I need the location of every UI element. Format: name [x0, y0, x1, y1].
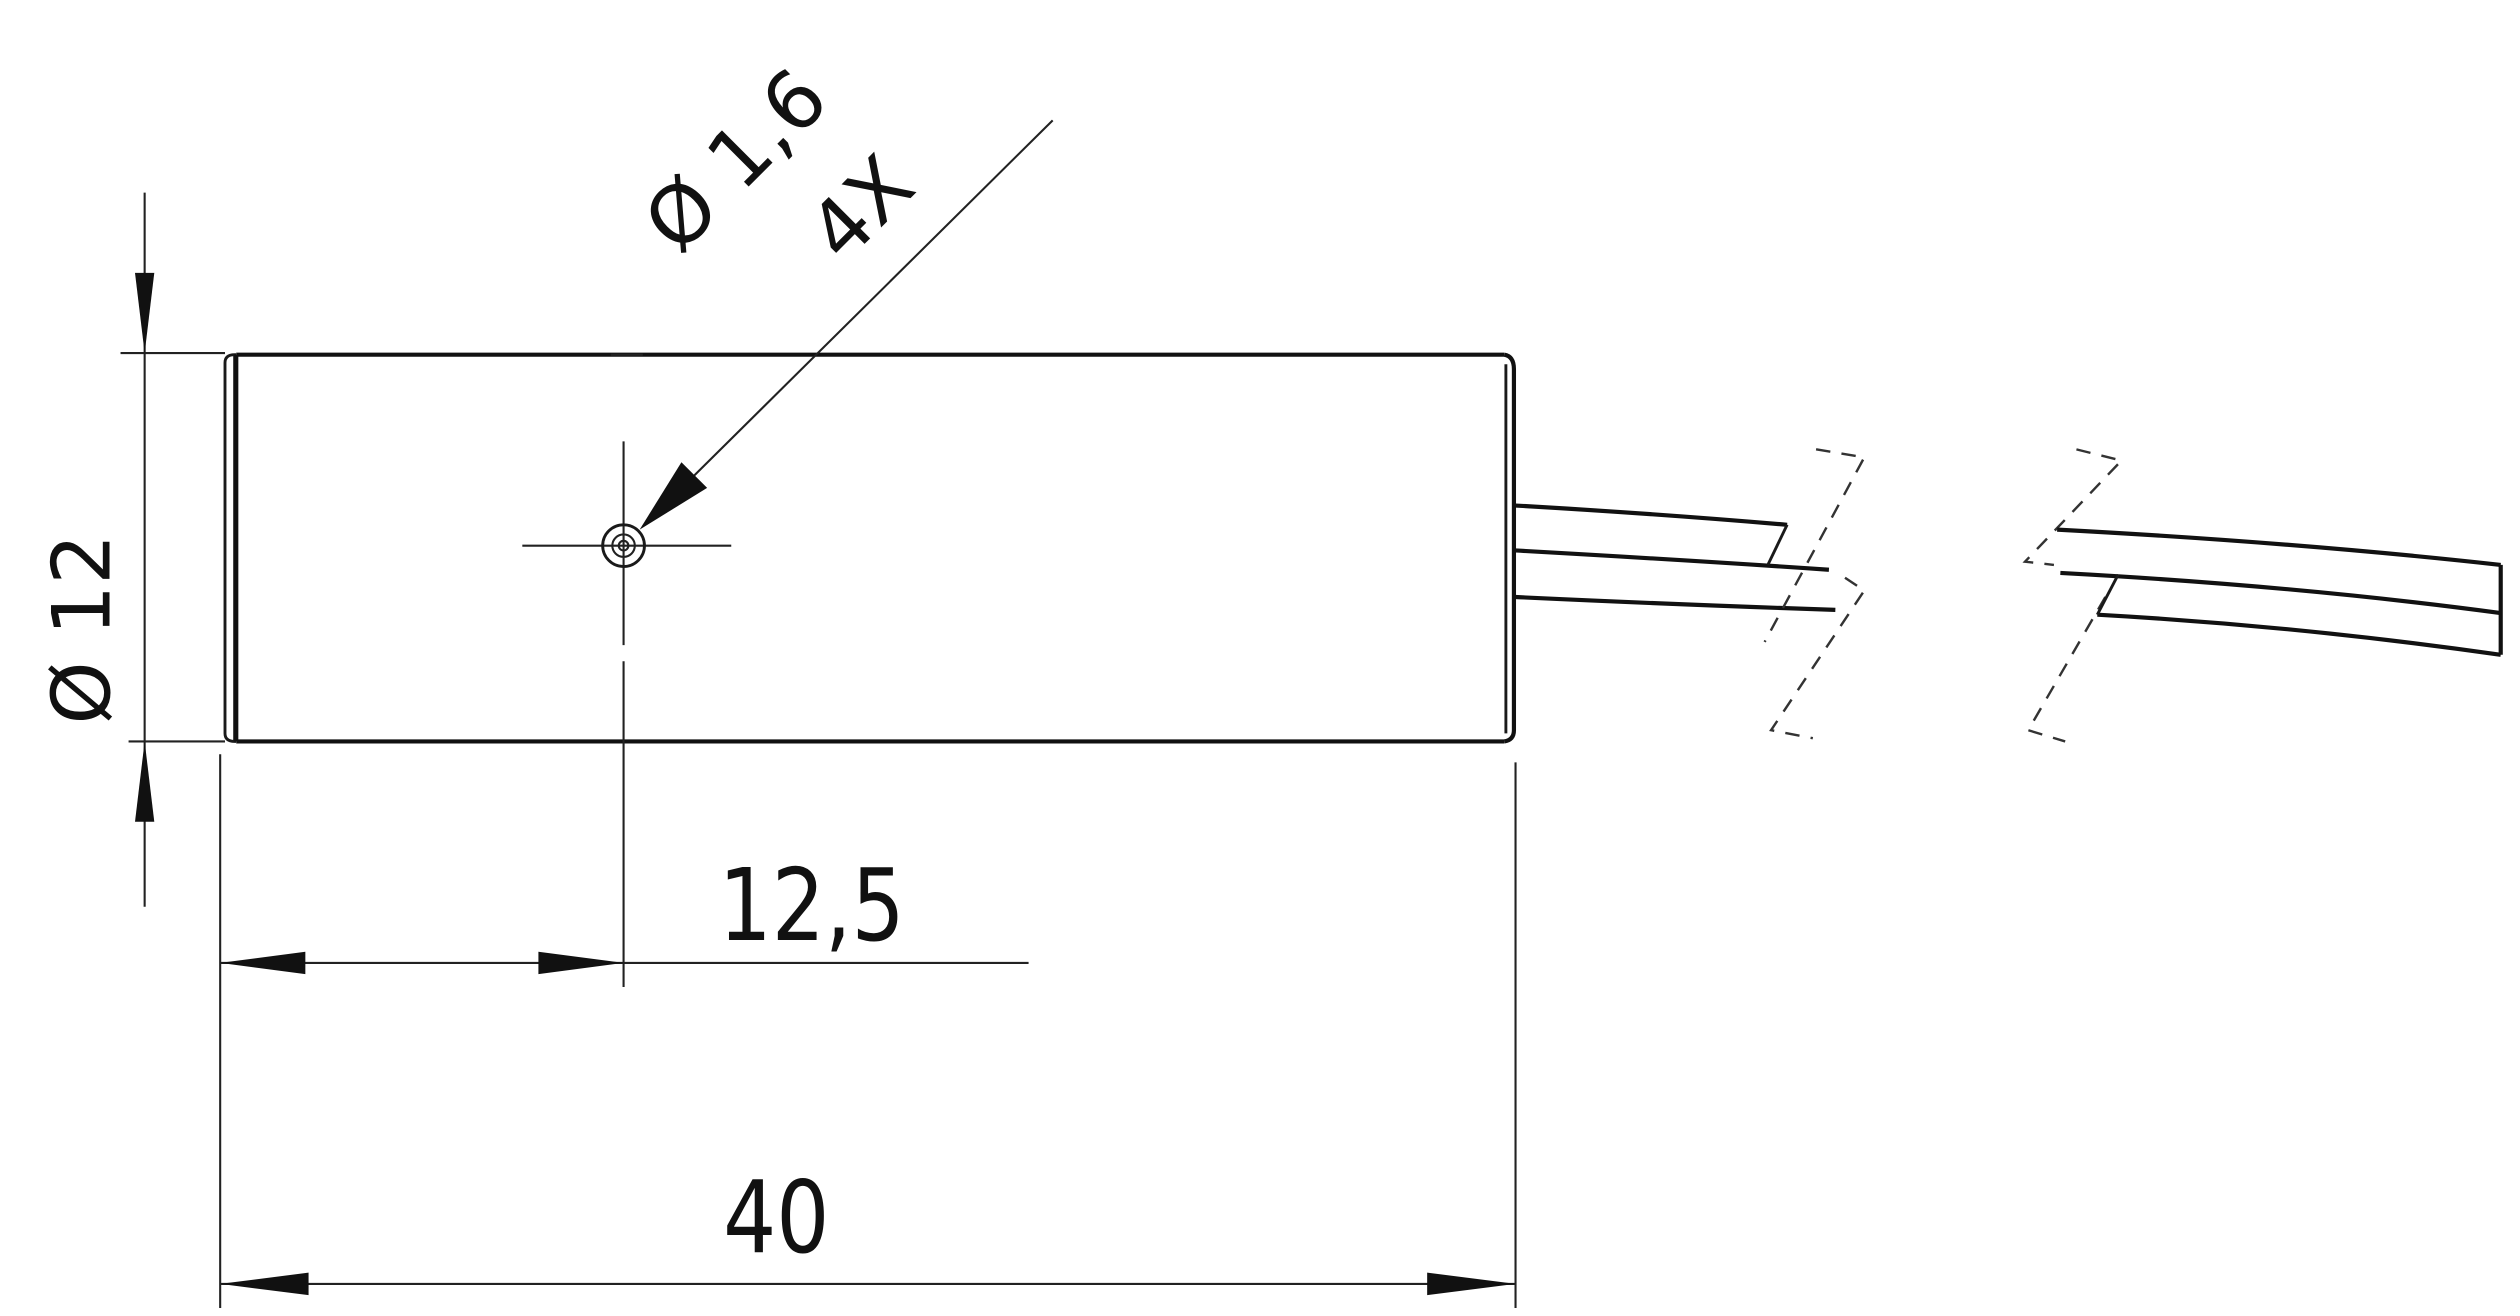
dimension-label-40: 40 — [723, 1158, 829, 1275]
cable-left-section — [1515, 503, 1836, 612]
dimension-total-length: 40 — [220, 1158, 1516, 1296]
arrow-right-icon — [538, 951, 624, 975]
arrow-up-icon — [135, 741, 155, 822]
cable-break-marks — [1763, 448, 2124, 743]
leader-hole-diameter: Ø 1,6 4X — [626, 50, 1054, 530]
dimension-label-hole-count: 4X — [790, 137, 932, 278]
cable-right-section — [2057, 527, 2503, 657]
dimension-hole-position: 12,5 — [220, 846, 1029, 975]
mounting-hole — [522, 441, 732, 646]
dimension-label-12-5: 12,5 — [719, 846, 905, 963]
leader-arrow-icon — [639, 462, 708, 530]
hole-circle-icon — [601, 523, 646, 568]
dimension-label-diameter-12: Ø 12 — [34, 534, 128, 725]
arrow-right-icon — [1427, 1272, 1516, 1296]
extension-lines — [219, 661, 1517, 1308]
dimension-label-hole-diameter: Ø 1,6 — [626, 50, 846, 269]
dimension-diameter-12: Ø 12 — [34, 192, 225, 907]
arrow-left-icon — [220, 951, 306, 975]
cylinder-body — [223, 352, 1517, 744]
arrow-left-icon — [220, 1272, 309, 1296]
arrow-down-icon — [135, 272, 155, 354]
